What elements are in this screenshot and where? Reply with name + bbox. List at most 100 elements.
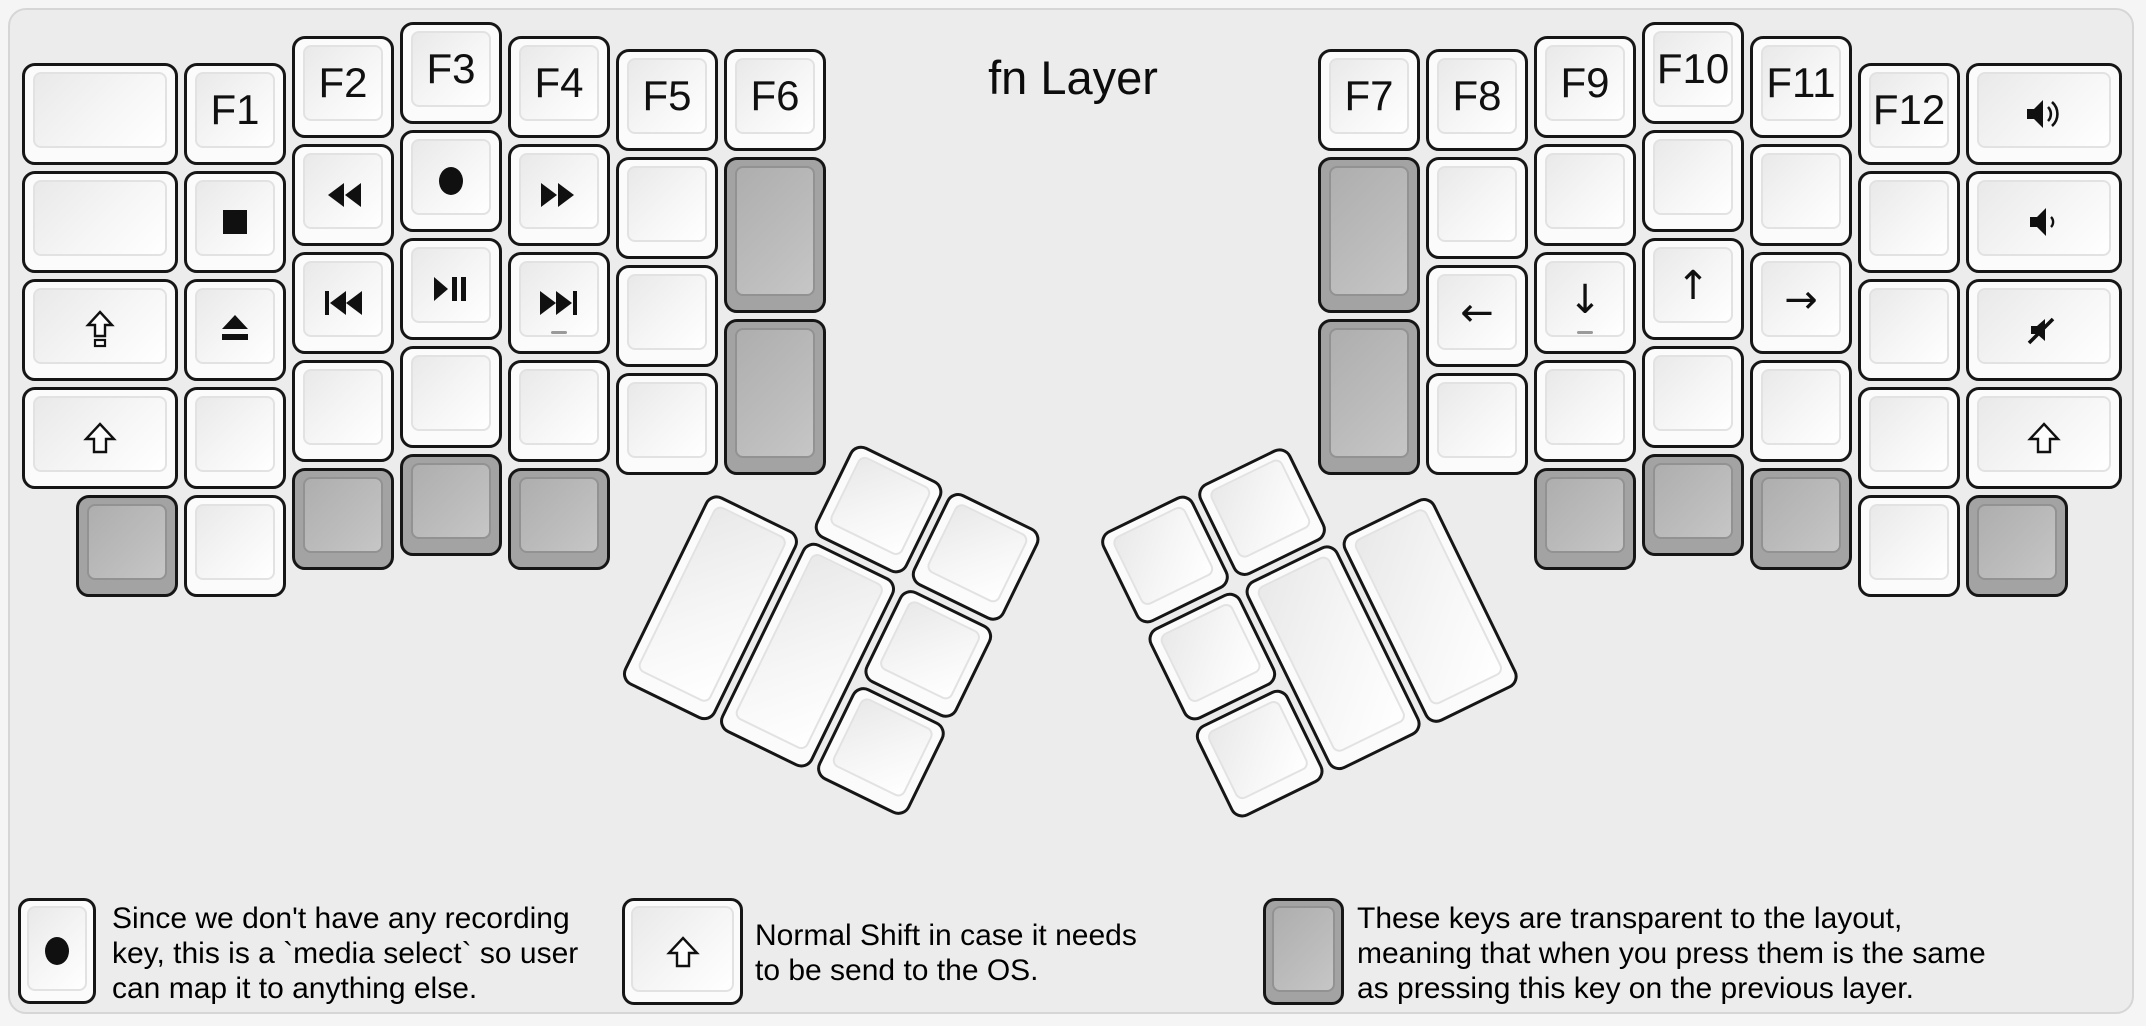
key-blank[interactable] bbox=[1858, 170, 1960, 273]
record-icon bbox=[35, 934, 79, 968]
key-blank[interactable] bbox=[292, 359, 394, 462]
key-blank[interactable] bbox=[508, 359, 610, 462]
key-f7[interactable]: F7 bbox=[1318, 49, 1420, 151]
keycap-surface bbox=[627, 382, 707, 458]
key-transparent[interactable] bbox=[724, 319, 826, 475]
key-label: → bbox=[1784, 276, 1818, 323]
key-volume-down[interactable] bbox=[1966, 170, 2122, 273]
key-stop[interactable] bbox=[184, 170, 286, 273]
key-caps-lock[interactable] bbox=[22, 278, 178, 381]
key-next-track[interactable] bbox=[508, 251, 610, 354]
volume-up-icon bbox=[2022, 96, 2066, 132]
keycap-surface bbox=[627, 166, 707, 242]
key-fast-forward[interactable] bbox=[508, 143, 610, 246]
key-transparent[interactable] bbox=[508, 467, 610, 570]
key-f8[interactable]: F8 bbox=[1426, 49, 1528, 151]
key-transparent[interactable] bbox=[400, 454, 502, 556]
stop-icon bbox=[213, 206, 257, 238]
key-transparent[interactable] bbox=[1318, 319, 1420, 475]
key-shift-right[interactable] bbox=[1966, 386, 2122, 489]
key-f10[interactable]: F10 bbox=[1642, 22, 1744, 124]
key-blank[interactable] bbox=[1858, 494, 1960, 597]
key-f1[interactable]: F1 bbox=[184, 62, 286, 165]
keycap-surface bbox=[411, 355, 491, 431]
key-blank[interactable] bbox=[616, 157, 718, 259]
key-transparent[interactable] bbox=[724, 157, 826, 313]
key-label: F9 bbox=[1560, 58, 1610, 106]
keycap-surface bbox=[195, 71, 275, 148]
homing-bar bbox=[1577, 330, 1593, 334]
key-arrow-left[interactable]: ← bbox=[1426, 265, 1528, 367]
key-blank[interactable] bbox=[1858, 278, 1960, 381]
keycap-surface bbox=[1653, 139, 1733, 215]
keycap-surface bbox=[87, 503, 167, 580]
homing-bar bbox=[551, 330, 567, 334]
key-mute[interactable] bbox=[1966, 278, 2122, 381]
key-prev-track[interactable] bbox=[292, 251, 394, 354]
key-f9[interactable]: F9 bbox=[1534, 35, 1636, 138]
key-transparent[interactable] bbox=[1750, 467, 1852, 570]
legend-key-shift bbox=[622, 898, 743, 1005]
key-play-pause[interactable] bbox=[400, 238, 502, 340]
key-volume-up[interactable] bbox=[1966, 62, 2122, 165]
key-eject[interactable] bbox=[184, 278, 286, 381]
key-arrow-right[interactable]: → bbox=[1750, 251, 1852, 354]
key-blank[interactable] bbox=[1426, 157, 1528, 259]
key-blank[interactable] bbox=[1534, 359, 1636, 462]
keycap-surface bbox=[519, 44, 599, 121]
key-blank[interactable] bbox=[22, 170, 178, 273]
caps-lock-icon bbox=[82, 309, 118, 350]
key-blank[interactable] bbox=[616, 265, 718, 367]
key-f5[interactable]: F5 bbox=[616, 49, 718, 151]
key-rewind[interactable] bbox=[292, 143, 394, 246]
volume-down-icon bbox=[2022, 204, 2066, 240]
key-transparent[interactable] bbox=[76, 494, 178, 597]
key-transparent[interactable] bbox=[1318, 157, 1420, 313]
key-record[interactable] bbox=[400, 130, 502, 232]
key-arrow-down[interactable]: ↓ bbox=[1534, 251, 1636, 354]
key-shift-left[interactable] bbox=[22, 386, 178, 489]
key-f6[interactable]: F6 bbox=[724, 49, 826, 151]
key-f11[interactable]: F11 bbox=[1750, 35, 1852, 138]
key-blank[interactable] bbox=[1534, 143, 1636, 246]
key-blank[interactable] bbox=[184, 494, 286, 597]
legend-key-media-select bbox=[18, 898, 96, 1004]
key-blank[interactable] bbox=[22, 62, 178, 165]
key-f12[interactable]: F12 bbox=[1858, 62, 1960, 165]
key-f3[interactable]: F3 bbox=[400, 22, 502, 124]
rewind-icon bbox=[321, 179, 365, 211]
keycap-surface bbox=[303, 476, 383, 553]
keycap-surface bbox=[627, 274, 707, 350]
keycap-surface bbox=[1869, 395, 1949, 472]
keycap-surface bbox=[1869, 71, 1949, 148]
keycap-surface bbox=[519, 368, 599, 445]
keycap-surface bbox=[1545, 368, 1625, 445]
key-transparent[interactable] bbox=[1534, 467, 1636, 570]
key-blank[interactable] bbox=[616, 373, 718, 475]
key-blank[interactable] bbox=[1642, 346, 1744, 448]
keycap-surface bbox=[303, 368, 383, 445]
key-label: F7 bbox=[1344, 72, 1394, 119]
key-label: F1 bbox=[210, 85, 260, 133]
legend-text-0: Since we don't have any recording key, t… bbox=[112, 902, 579, 1005]
record-icon bbox=[429, 164, 473, 198]
key-blank[interactable] bbox=[400, 346, 502, 448]
key-label: F2 bbox=[318, 58, 368, 106]
key-transparent[interactable] bbox=[1642, 454, 1744, 556]
key-f2[interactable]: F2 bbox=[292, 35, 394, 138]
key-blank[interactable] bbox=[1858, 386, 1960, 489]
key-blank[interactable] bbox=[1642, 130, 1744, 232]
key-transparent[interactable] bbox=[1966, 494, 2068, 597]
key-arrow-up[interactable]: ↑ bbox=[1642, 238, 1744, 340]
play-pause-icon bbox=[429, 273, 473, 305]
keycap-surface bbox=[1761, 260, 1841, 337]
key-blank[interactable] bbox=[1750, 143, 1852, 246]
keycap-surface bbox=[411, 247, 491, 323]
key-blank[interactable] bbox=[184, 386, 286, 489]
key-blank[interactable] bbox=[1426, 373, 1528, 475]
key-transparent[interactable] bbox=[292, 467, 394, 570]
next-track-icon bbox=[537, 287, 581, 319]
key-f4[interactable]: F4 bbox=[508, 35, 610, 138]
key-blank[interactable] bbox=[1750, 359, 1852, 462]
